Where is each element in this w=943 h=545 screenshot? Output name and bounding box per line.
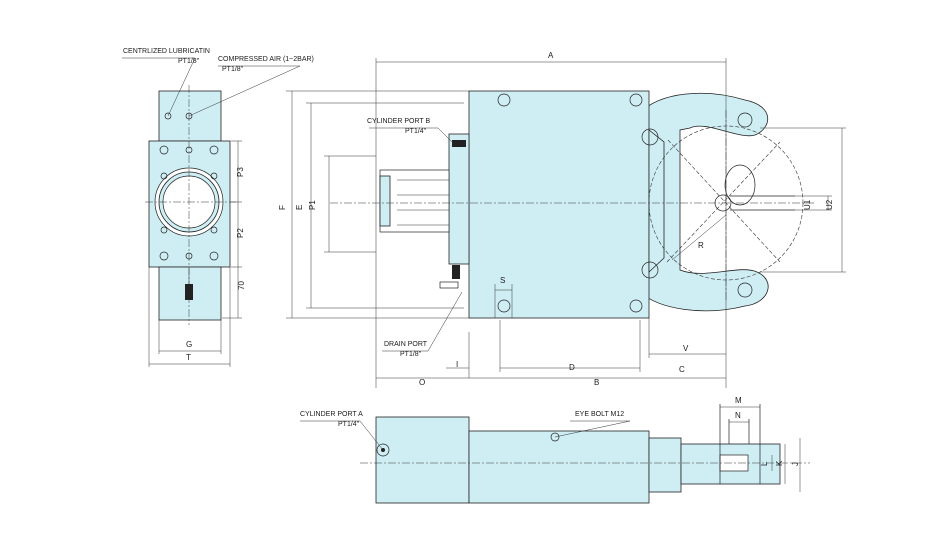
dim-V: V [683, 344, 689, 353]
callout-air: COMPRESSED AIR (1~2BAR) [218, 56, 314, 63]
main-view [286, 58, 846, 388]
dim-A: A [548, 51, 554, 60]
dim-F: F [278, 205, 287, 210]
piston-rod-end [379, 175, 391, 227]
arm-hole-2 [641, 261, 659, 279]
dim-T: T [186, 353, 191, 362]
dim-P3: P3 [236, 167, 245, 177]
dim-K: K [775, 460, 784, 466]
dim-B: B [594, 378, 599, 387]
pivot-bottom-icon [737, 282, 753, 298]
side-bolt-2 [209, 145, 219, 155]
bottom-body [468, 430, 650, 504]
dim-I: I [456, 360, 458, 369]
dim-70: 70 [237, 281, 246, 290]
dim-D: D [569, 363, 575, 372]
dim-M: M [735, 396, 742, 405]
port-b-fitting-icon [452, 140, 466, 147]
callout-port-b-size: PT1/4" [405, 128, 427, 135]
side-bolt-8 [210, 226, 218, 234]
eye-bolt-icon [550, 432, 560, 442]
callout-lubrication-size: PT1/8" [178, 58, 200, 65]
bottom-view [360, 404, 810, 504]
cam-link [724, 164, 756, 206]
dim-L: L [760, 461, 769, 466]
main-body [468, 90, 650, 319]
bottom-collar [648, 437, 682, 493]
dim-O: O [419, 378, 425, 387]
body-hole-1 [497, 93, 511, 107]
callout-drain-size: PT1/8" [400, 351, 422, 358]
dim-P1: P1 [308, 200, 317, 210]
leaders [122, 57, 631, 451]
body-hole-4 [629, 299, 643, 313]
dim-N: N [735, 411, 741, 420]
side-bolt-3 [159, 251, 169, 261]
callout-port-a: CYLINDER PORT A [300, 411, 363, 418]
dim-U1: U1 [803, 199, 812, 210]
side-bolt-1 [159, 145, 169, 155]
side-top-block [158, 90, 222, 142]
side-bolt-7 [160, 226, 168, 234]
drain-port-icon [452, 265, 460, 279]
callout-air-size: PT1/8" [222, 66, 244, 73]
drain-fitting-icon [185, 284, 193, 300]
dim-J: J [791, 462, 800, 466]
side-bolt-5 [160, 172, 168, 180]
side-view [145, 85, 242, 367]
bottom-cap [375, 416, 470, 504]
drain-elbow [439, 281, 459, 289]
callout-eye-bolt: EYE BOLT M12 [575, 411, 624, 418]
port-a-icon [376, 443, 390, 457]
callout-port-b: CYLINDER PORT B [367, 118, 430, 125]
dim-R: R [698, 241, 704, 250]
dim-P2: P2 [236, 228, 245, 238]
dim-U2: U2 [825, 199, 834, 210]
cylinder-cap [448, 133, 470, 265]
callout-lubrication: CENTRLIZED LUBRICATIN [123, 48, 210, 55]
body-hole-3 [497, 299, 511, 313]
dim-C: C [679, 365, 685, 374]
side-bolt-4 [209, 251, 219, 261]
dim-E: E [295, 205, 304, 210]
arm-hole-1 [641, 128, 659, 146]
dim-S: S [500, 276, 505, 285]
side-bolt-6 [210, 172, 218, 180]
body-hole-2 [629, 93, 643, 107]
lube-port-icon [164, 112, 172, 120]
cylinder-tube [379, 169, 450, 233]
dim-G: G [186, 340, 192, 349]
callout-drain: DRAIN PORT [384, 341, 428, 348]
body-notch [648, 129, 665, 273]
pivot-top-icon [737, 112, 753, 128]
callout-port-a-size: PT1/4" [338, 421, 360, 428]
